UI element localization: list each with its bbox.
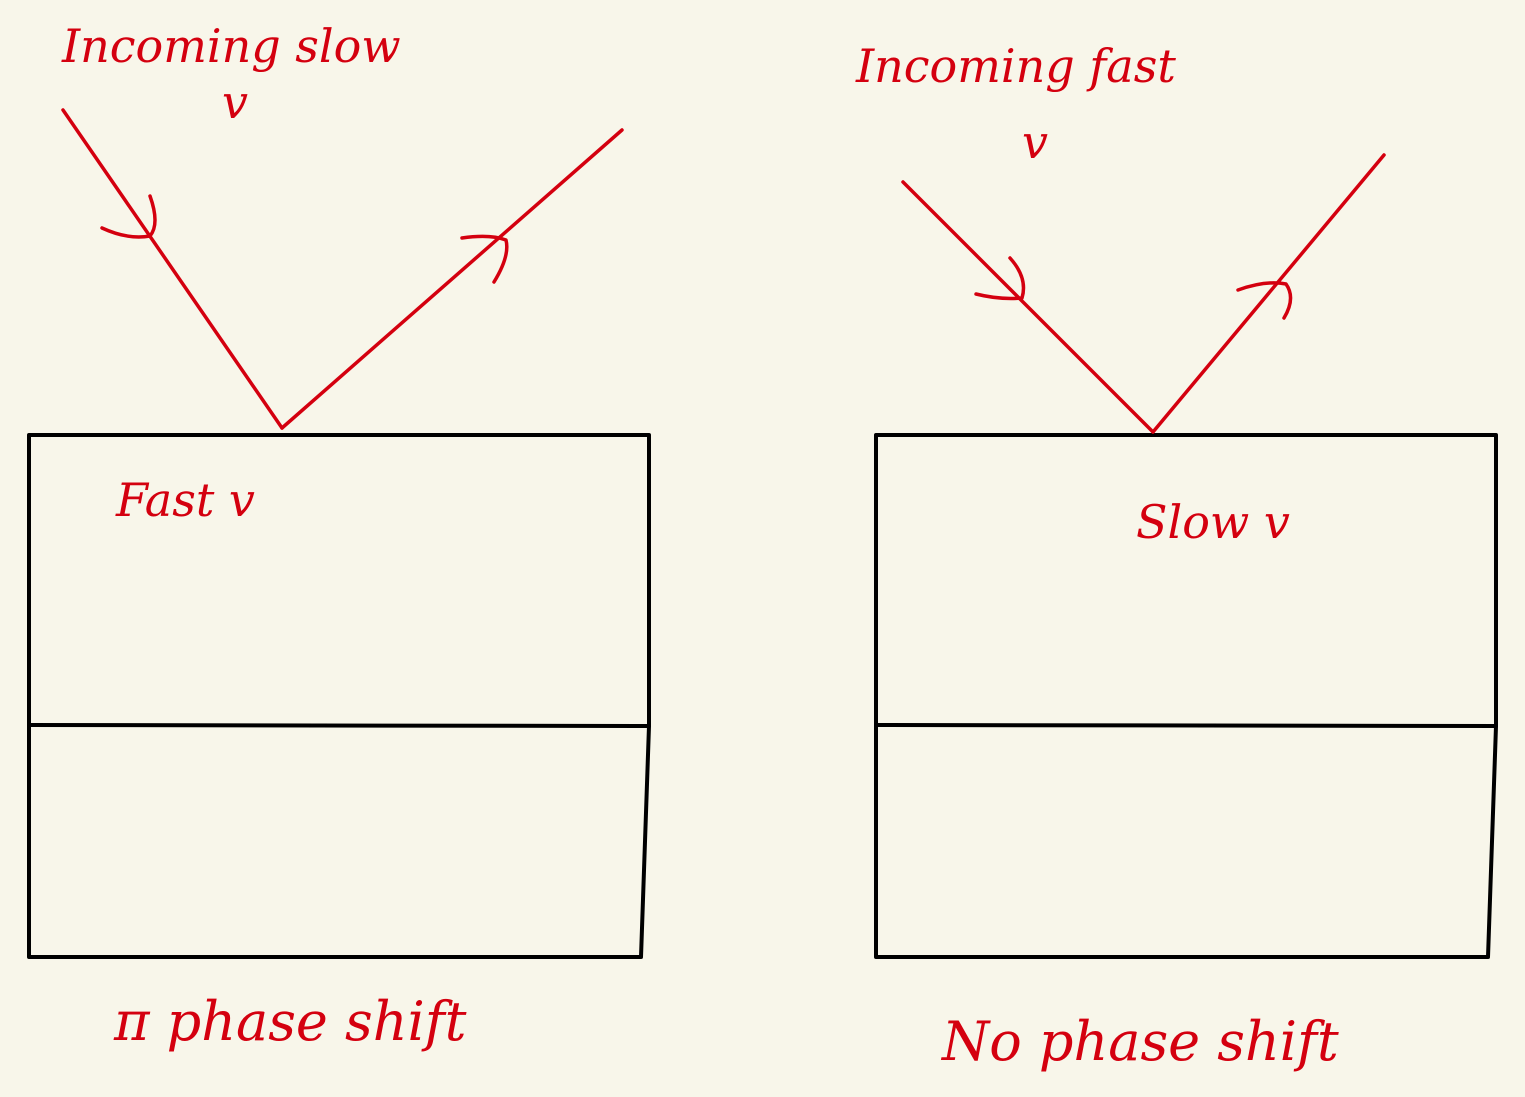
right-incoming-symbol: v: [1022, 115, 1048, 169]
left-incoming-arrowhead: [100, 194, 157, 239]
right-medium-box: [874, 433, 1498, 959]
right-reflected-arrowhead: [1236, 281, 1293, 320]
left-result-label: π phase shift: [113, 990, 467, 1053]
right-incoming-ray: [901, 180, 1155, 434]
left-reflected-arrowhead: [460, 234, 509, 284]
left-reflected-ray: [280, 128, 624, 430]
left-incoming-label: Incoming slow: [61, 19, 401, 73]
right-medium-interface: [874, 723, 1498, 728]
left-medium-box: [27, 433, 651, 959]
right-medium-label: Slow v: [1136, 495, 1290, 549]
right-result-label: No phase shift: [940, 1010, 1339, 1073]
left-medium-label: Fast v: [115, 473, 255, 527]
right-reflected-ray: [1151, 153, 1386, 434]
right-incoming-arrowhead: [974, 256, 1026, 301]
right-panel: Incoming fast v Slow v No phase shift: [855, 39, 1498, 1073]
right-incoming-label: Incoming fast: [855, 39, 1176, 93]
left-panel: Incoming slow v Fast v π phase shift: [27, 19, 651, 1053]
left-incoming-ray: [61, 108, 284, 430]
left-incoming-symbol: v: [222, 75, 248, 129]
left-medium-interface: [27, 723, 651, 728]
